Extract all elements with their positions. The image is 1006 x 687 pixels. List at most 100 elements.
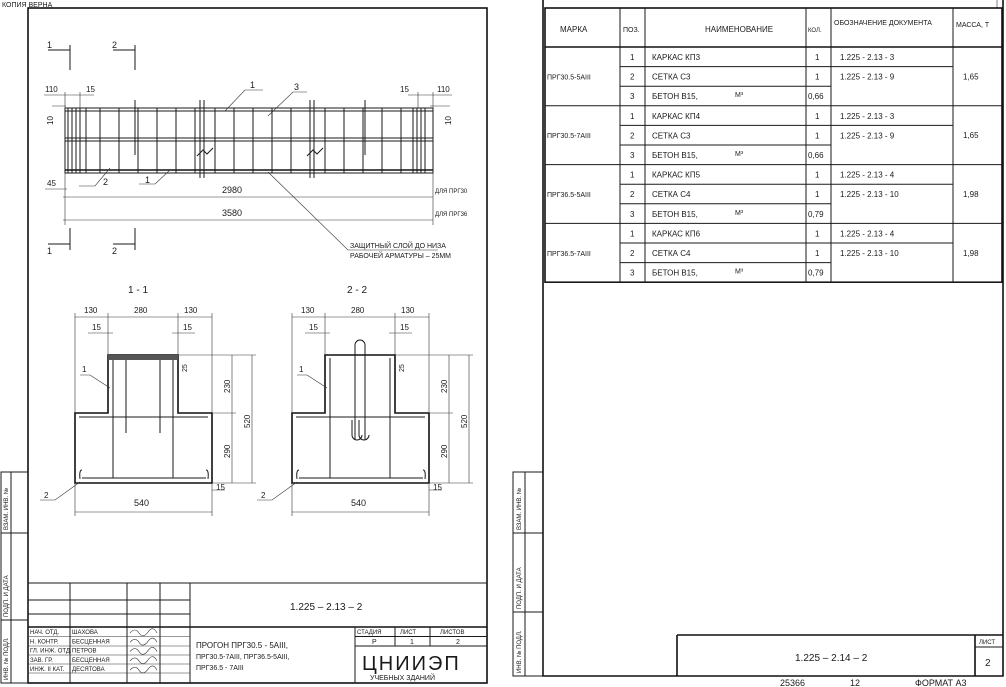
cell-doc: 1.225 - 2.13 - 9 [840, 131, 895, 140]
dim-label: 230 [223, 379, 232, 393]
cell-name: БЕТОН В15, [652, 92, 698, 101]
top-mesh [108, 355, 178, 360]
cell-doc: 1.225 - 2.13 - 10 [840, 249, 899, 258]
dim-label: 230 [440, 379, 449, 393]
archive-number: 25366 [780, 678, 805, 687]
header-doc: ОБОЗНАЧЕНИЕ ДОКУМЕНТА [834, 20, 932, 27]
cell-name: СЕТКА С3 [652, 73, 691, 82]
corner-mark [996, 0, 1003, 9]
stamp-box [0, 471, 29, 684]
section-title: 2 - 2 [347, 285, 367, 296]
cell-pos: 3 [630, 269, 635, 278]
stage-value: Р [372, 639, 377, 646]
cell-name: БЕТОН В15, [652, 269, 698, 278]
cover-note: РАБОЧЕЙ АРМАТУРЫ – 25ММ [350, 251, 451, 260]
signer-name: ШАХОВА [72, 630, 98, 636]
signature [129, 647, 158, 655]
dim-label: 290 [440, 444, 449, 458]
dimension-lines [257, 313, 473, 516]
signature [129, 628, 158, 637]
signer-role: НАЧ. ОТД. [30, 630, 59, 636]
sheet-header: ЛИСТ [400, 630, 416, 636]
cell-mass: 1,65 [963, 72, 979, 81]
cell-doc: 1.225 - 2.13 - 4 [840, 171, 895, 180]
cell-name: КАРКАС КП6 [652, 229, 701, 238]
header-mark: МАРКА [560, 25, 588, 34]
cell-doc: 1.225 - 2.13 - 9 [840, 73, 895, 82]
section-mark: 1 [47, 40, 52, 50]
cell-doc: 1.225 - 2.13 - 3 [840, 112, 895, 121]
dim-label: 15 [309, 323, 318, 332]
drawing-title: ПРГ30.5-7АIII, ПРГ36.5-5АIII, [196, 654, 290, 661]
cell-pos: 2 [630, 190, 635, 199]
dim-label: 15 [400, 85, 409, 94]
signer-role: ГЛ. ИНЖ. ОТД. [30, 649, 72, 655]
callout: 2 [261, 491, 266, 500]
left-sheet-frame [27, 7, 488, 684]
signer-role: Н. КОНТР. [30, 639, 59, 645]
section-outline [74, 354, 213, 484]
signer-role: ИНЖ. II КАТ. [30, 667, 65, 673]
header-name: НАИМЕНОВАНИЕ [705, 25, 773, 34]
stamp-replace-inv: ВЗАМ. ИНВ. № [3, 488, 10, 530]
stage-grid [354, 627, 487, 683]
cell-pos: 2 [630, 131, 635, 140]
stamp-inv: ИНВ. № ПОДЛ. [3, 637, 10, 680]
dimension-lines [40, 313, 256, 516]
cell-pos: 2 [630, 249, 635, 258]
stamp-replace-inv: ВЗАМ. ИНВ. № [516, 488, 523, 530]
cell-name: СЕТКА С4 [652, 249, 691, 258]
cell-qty: 1 [815, 249, 820, 258]
cell-qty: 0,66 [808, 92, 824, 101]
cell-name: СЕТКА С3 [652, 131, 691, 140]
cell-unit: М³ [735, 210, 744, 217]
stamp-box [512, 471, 544, 677]
dimension-lines [44, 92, 452, 108]
signer-role: ЗАВ. ГР. [30, 658, 53, 664]
cell-mass: 1,65 [963, 131, 979, 140]
dim-label: 15 [216, 483, 225, 492]
right-sheet: ИНВ. № ПОДЛ. ПОДП. И ДАТА ВЗАМ. ИНВ. № М… [512, 0, 1004, 687]
rebar [125, 360, 161, 433]
dim-label: 290 [223, 444, 232, 458]
cell-name: КАРКАС КП4 [652, 112, 701, 121]
stage-header: СТАДИЯ [357, 630, 382, 636]
sheet2-title-block: 1.225 – 2.14 – 2 ЛИСТ 2 [676, 634, 1003, 676]
cell-mass: 1,98 [963, 190, 979, 199]
dim-label: 130 [301, 306, 315, 315]
sheet2-title-grid [676, 634, 1003, 676]
callout: 1 [250, 80, 255, 90]
dim-label: 25 [399, 364, 406, 372]
table-row: 2 СЕТКА С4 1 1.225 - 2.13 - 10 [620, 242, 953, 258]
length-note: ДЛЯ ПРГ30 [435, 189, 468, 195]
cell-qty: 1 [815, 73, 820, 82]
cover-note: ЗАЩИТНЫЙ СЛОЙ ДО НИЗА [350, 241, 446, 250]
stamp-inv: ИНВ. № ПОДЛ. [516, 630, 523, 673]
cell-mark: ПРГ36.5-7АIII [547, 251, 591, 258]
header-qty: КОЛ. [808, 28, 822, 34]
callout: 3 [294, 82, 299, 92]
signer-name: БЕСЦЕННАЯ [72, 639, 110, 645]
dim-label: 15 [183, 323, 192, 332]
cell-unit: М³ [735, 151, 744, 158]
dim-label: 130 [401, 306, 415, 315]
cell-mark: ПРГ36.5-5АIII [547, 192, 591, 199]
title-block-grid [28, 582, 487, 683]
